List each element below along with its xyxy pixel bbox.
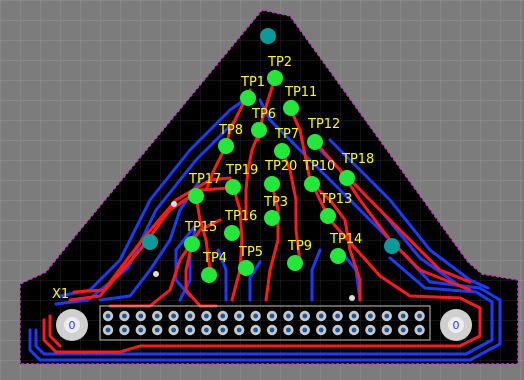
testpoint-label: TP5 <box>238 245 263 260</box>
connector-pin-drill <box>253 313 258 319</box>
mounting-hole-left-inner <box>64 317 80 333</box>
testpoint-label: TP4 <box>202 251 227 266</box>
connector-pin-drill <box>269 313 275 319</box>
connector-pin-drill <box>204 313 209 319</box>
connector-pin-drill <box>335 313 340 319</box>
connector-pin-drill <box>384 327 390 333</box>
connector-x1[interactable]: 0 0 X1 <box>52 287 472 341</box>
testpoint-tp10[interactable]: TP10 <box>302 159 335 192</box>
connector-pin-drill <box>187 313 193 319</box>
connector-pin-drill <box>368 327 373 333</box>
testpoint-label: TP1 <box>240 75 265 90</box>
testpoint-label: TP7 <box>274 127 299 142</box>
testpoint-label: TP20 <box>264 159 297 174</box>
connector-pin-drill <box>417 313 422 319</box>
connector-pin-drill <box>122 313 127 319</box>
testpoint-label: TP17 <box>188 172 221 187</box>
testpoint-tp18[interactable]: TP18 <box>339 152 374 186</box>
connector-pin-drill <box>351 327 357 333</box>
connector-pin-drill <box>122 327 127 333</box>
connector-pin-drill <box>105 313 111 319</box>
connector-pin-drill <box>368 313 373 319</box>
testpoint-tp11[interactable]: TP11 <box>283 85 317 116</box>
top-copper-layer <box>42 76 482 354</box>
connector-pin-drill <box>253 327 258 333</box>
connector-pin-drill <box>400 327 406 333</box>
testpoint-label: TP3 <box>263 195 288 210</box>
testpoint-tp2[interactable]: TP2 <box>267 55 292 86</box>
connector-pin-drill <box>154 313 160 319</box>
connector-pin-drill <box>286 327 291 333</box>
testpoint-tp20[interactable]: TP20 <box>264 159 297 192</box>
testpoint-tp14[interactable]: TP14 <box>329 232 362 264</box>
testpoint-label: TP13 <box>319 192 352 207</box>
testpoints-group: TP2 TP1 TP11 TP6 TP12 TP8 TP7 TP18 TP20 … <box>184 55 374 283</box>
testpoint-tp6[interactable]: TP6 <box>251 107 276 138</box>
connector-pin-drill <box>105 327 111 333</box>
testpoint-tp4[interactable]: TP4 <box>201 251 227 283</box>
connector-pin-drill <box>171 327 177 333</box>
connector-pin-drill <box>335 327 340 333</box>
testpoint-tp19[interactable]: TP19 <box>225 163 258 195</box>
testpoint-tp1[interactable]: TP1 <box>240 75 265 106</box>
testpoint-label: TP15 <box>184 220 217 235</box>
testpoint-label: TP2 <box>267 55 292 70</box>
testpoint-tp7[interactable]: TP7 <box>274 127 299 159</box>
connector-designator: X1 <box>52 287 69 302</box>
testpoint-label: TP10 <box>302 159 335 174</box>
connector-pin-drill <box>269 327 275 333</box>
connector-pin-drill <box>302 313 308 319</box>
testpoint-tp8[interactable]: TP8 <box>218 123 243 154</box>
connector-pin-drill <box>318 327 324 333</box>
connector-pin-drill <box>351 313 357 319</box>
via <box>171 201 177 207</box>
testpoint-tp13[interactable]: TP13 <box>319 192 352 224</box>
testpoint-tp15[interactable]: TP15 <box>184 220 217 252</box>
connector-pin-drill <box>138 327 144 333</box>
testpoint-label: TP11 <box>284 85 317 100</box>
mounting-pad <box>384 238 400 254</box>
testpoint-label: TP14 <box>329 232 362 247</box>
testpoint-label: TP6 <box>251 107 276 122</box>
testpoint-tp9[interactable]: TP9 <box>287 239 312 271</box>
connector-pin-drill <box>286 313 291 319</box>
connector-pin-drill <box>400 313 406 319</box>
testpoint-label: TP12 <box>307 117 340 132</box>
connector-pin-drill <box>384 313 390 319</box>
testpoint-tp5[interactable]: TP5 <box>238 245 263 276</box>
mounting-hole-right-label: 0 <box>453 319 460 332</box>
testpoint-tp17[interactable]: TP17 <box>188 172 221 204</box>
connector-body-outline <box>99 305 431 341</box>
connector-pin-drill <box>302 327 308 333</box>
connector-pin-drill <box>187 327 193 333</box>
testpoint-label: TP18 <box>341 152 374 167</box>
connector-pin-drill <box>138 313 144 319</box>
connector-pin-drill <box>220 327 226 333</box>
connector-pin-drill <box>236 313 242 319</box>
testpoint-label: TP8 <box>218 123 243 138</box>
testpoint-label: TP19 <box>225 163 258 178</box>
mounting-hole-left-label: 0 <box>69 319 76 332</box>
connector-pin-drill <box>171 313 177 319</box>
testpoint-tp12[interactable]: TP12 <box>307 117 340 150</box>
mounting-hole-right-inner <box>448 317 464 333</box>
testpoint-tp16[interactable]: TP16 <box>224 209 257 241</box>
testpoint-label: TP9 <box>287 239 312 254</box>
via <box>349 295 355 301</box>
connector-pin-drill <box>204 327 209 333</box>
connector-pin-drill <box>236 327 242 333</box>
mounting-pad <box>142 234 158 250</box>
connector-pin-drill <box>417 327 422 333</box>
mounting-pad <box>260 28 276 44</box>
via <box>153 271 159 277</box>
connector-pin-drill <box>154 327 160 333</box>
connector-pin-drill <box>318 313 324 319</box>
testpoint-tp3[interactable]: TP3 <box>263 195 288 226</box>
connector-pin-drill <box>220 313 226 319</box>
testpoint-label: TP16 <box>224 209 257 224</box>
